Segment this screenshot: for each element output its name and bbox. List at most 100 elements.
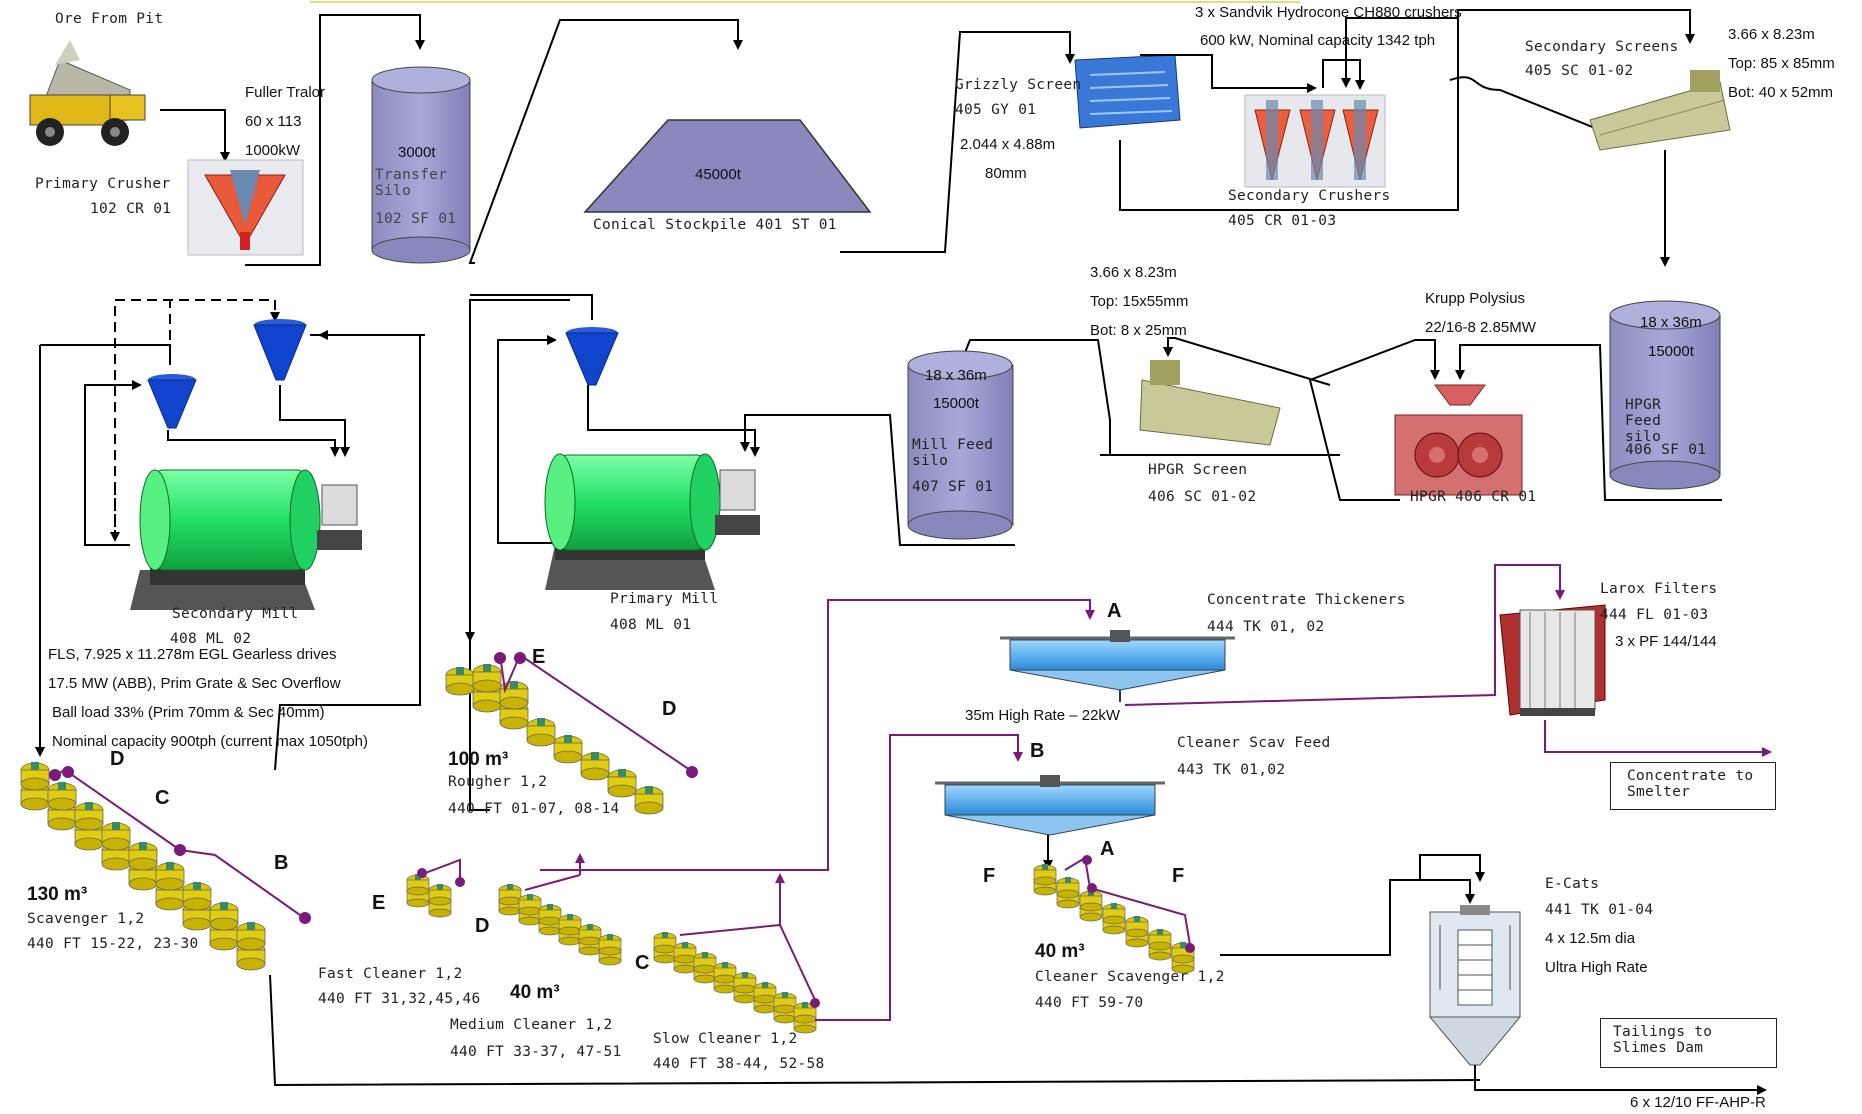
fast-cleaner-name: Fast Cleaner 1,2 (318, 966, 463, 982)
secondary-mill-label: Secondary Mill (172, 606, 299, 622)
grizzly-screen-icon (1074, 54, 1181, 129)
hpgr-screen-label: HPGR Screen (1148, 462, 1248, 478)
medium-cleaner-tag: 440 FT 33-37, 47-51 (450, 1044, 622, 1060)
concentrate-thickeners-label: Concentrate Thickeners (1207, 592, 1406, 608)
concentrate-thickeners-tag: 444 TK 01, 02 (1207, 619, 1325, 635)
letter-b-scav: B (274, 852, 289, 874)
letter-e-rougher: E (532, 646, 546, 668)
grizzly-tag: 405 GY 01 (955, 102, 1037, 118)
grizzly-gap: 80mm (985, 165, 1027, 182)
letter-a-cs: A (1100, 838, 1115, 860)
primary-crusher-label: Primary Crusher (35, 176, 171, 192)
hpgr-name: HPGR 406 CR 01 (1410, 489, 1537, 505)
letter-c-scav: C (155, 787, 170, 809)
fls-line-1: FLS, 7.925 x 11.278m EGL Gearless drives (48, 646, 337, 663)
cleaner-scavenger-tag: 440 FT 59-70 (1035, 995, 1144, 1011)
hpgr-silo-name: HPGR Feed silo (1625, 397, 1662, 445)
ecat-tank-icon (1428, 905, 1522, 1066)
tailings-box: Tailings to Slimes Dam (1600, 1018, 1777, 1068)
ss-size: 3.66 x 8.23m (1728, 26, 1815, 43)
hpgr-feed-silo-shape (1609, 300, 1721, 490)
stockpile-shape (583, 119, 872, 213)
hs-top: Top: 15x55mm (1090, 293, 1189, 310)
krupp-spec: 22/16-8 2.85MW (1425, 319, 1536, 336)
primary-crusher-icon (187, 159, 304, 256)
larox-tag: 444 FL 01-03 (1600, 607, 1709, 623)
transfer-silo-name: Transfer Silo (375, 167, 448, 199)
larox-label: Larox Filters (1600, 581, 1718, 597)
mill-feed-size: 18 x 36m (925, 367, 987, 384)
ff-ahp-label: 6 x 12/10 FF-AHP-R (1630, 1094, 1766, 1111)
letter-f-right: F (1172, 865, 1185, 887)
rougher-name: Rougher 1,2 (448, 774, 548, 790)
hs-bot: Bot: 8 x 25mm (1090, 322, 1187, 339)
grizzly-screen-label: Grizzly Screen (955, 77, 1082, 93)
scavenger-tag: 440 FT 15-22, 23-30 (27, 936, 199, 952)
fuller-size-label: 60 x 113 (245, 113, 302, 130)
primary-mill-label: Primary Mill (610, 591, 719, 607)
high-rate-label: 35m High Rate – 22kW (965, 707, 1121, 724)
letter-c-slow: C (635, 952, 650, 974)
ore-from-pit-label: Ore From Pit (55, 11, 164, 27)
primary-mill-icon (544, 453, 760, 590)
secondary-crushers-label: Secondary Crushers (1228, 188, 1391, 204)
cleaner-scavenger-volume: 40 m³ (1035, 941, 1085, 962)
transfer-silo-shape (371, 66, 471, 264)
letter-d-medium: D (475, 915, 490, 937)
ss-top: Top: 85 x 85mm (1728, 55, 1835, 72)
scavenger-name: Scavenger 1,2 (27, 911, 145, 927)
transfer-silo-capacity: 3000t (398, 144, 436, 161)
fast-cleaner-tag: 440 FT 31,32,45,46 (318, 991, 481, 1007)
letter-d-scav: D (110, 748, 125, 770)
primary-mill-tag: 408 ML 01 (610, 617, 692, 633)
sandvik-line-1: 3 x Sandvik Hydrocone CH880 crushers (1195, 4, 1462, 21)
sandvik-line-2: 600 kW, Nominal capacity 1342 tph (1200, 32, 1436, 49)
ecats-tag: 441 TK 01-04 (1545, 902, 1654, 918)
letter-d-rougher: D (662, 698, 677, 720)
stockpile-capacity: 45000t (695, 166, 741, 183)
hpgr-screen-icon (1139, 360, 1281, 446)
mill-feed-silo-shape (907, 350, 1014, 540)
concentrate-to-smelter-label: Concentrate to Smelter (1627, 768, 1754, 800)
secondary-cyclone-1-icon (147, 374, 197, 429)
secondary-screens-label: Secondary Screens (1525, 39, 1679, 55)
letter-f-left: F (983, 865, 996, 887)
secondary-mill-tag: 408 ML 02 (170, 631, 252, 647)
transfer-silo-tag: 102 SF 01 (375, 211, 457, 227)
slow-cleaner-tag: 440 FT 38-44, 52-58 (653, 1056, 825, 1072)
letter-e-fast: E (372, 892, 386, 914)
slow-cleaner-cells (653, 931, 817, 1034)
cleaner-scav-feed-icon (935, 775, 1165, 836)
secondary-crushers-icon (1244, 94, 1386, 188)
hpgr-silo-tag: 406 SF 01 (1625, 442, 1707, 458)
fast-cleaner-cells (406, 873, 452, 918)
grizzly-size: 2.044 x 4.88m (960, 136, 1056, 153)
cleaner-scavenger-name: Cleaner Scavenger 1,2 (1035, 969, 1225, 985)
mill-feed-tag: 407 SF 01 (912, 479, 994, 495)
fuller-tralor-label: Fuller Tralor (245, 84, 326, 101)
slow-cleaner-name: Slow Cleaner 1,2 (653, 1031, 798, 1047)
primary-cyclone-icon (565, 327, 619, 386)
larox-filter-icon (1499, 604, 1606, 716)
hpgr-icon (1394, 384, 1523, 496)
scavenger-volume: 130 m³ (27, 884, 88, 905)
hs-size: 3.66 x 8.23m (1090, 264, 1177, 281)
ecats-rate: Ultra High Rate (1545, 959, 1648, 976)
secondary-cyclone-2-icon (253, 319, 307, 381)
primary-crusher-tag: 102 CR 01 (90, 201, 172, 217)
secondary-screen-icon (1589, 70, 1731, 151)
fls-line-4: Nominal capacity 900tph (current max 105… (52, 733, 368, 750)
tailings-label: Tailings to Slimes Dam (1613, 1024, 1713, 1056)
fls-line-2: 17.5 MW (ABB), Prim Grate & Sec Overflow (48, 675, 341, 692)
ecats-dia: 4 x 12.5m dia (1545, 930, 1636, 947)
cleaner-scav-feed-label: Cleaner Scav Feed (1177, 735, 1331, 751)
rougher-tag: 440 FT 01-07, 08-14 (448, 801, 620, 817)
mill-feed-capacity: 15000t (933, 395, 979, 412)
letter-b-csf: B (1030, 740, 1045, 762)
mill-feed-name: Mill Feed silo (912, 437, 994, 469)
medium-cleaner-cells (498, 883, 622, 966)
hpgr-screen-tag: 406 SC 01-02 (1148, 489, 1257, 505)
fuller-power-label: 1000kW (245, 142, 301, 159)
cleaner-scav-feed-tag: 443 TK 01,02 (1177, 762, 1286, 778)
